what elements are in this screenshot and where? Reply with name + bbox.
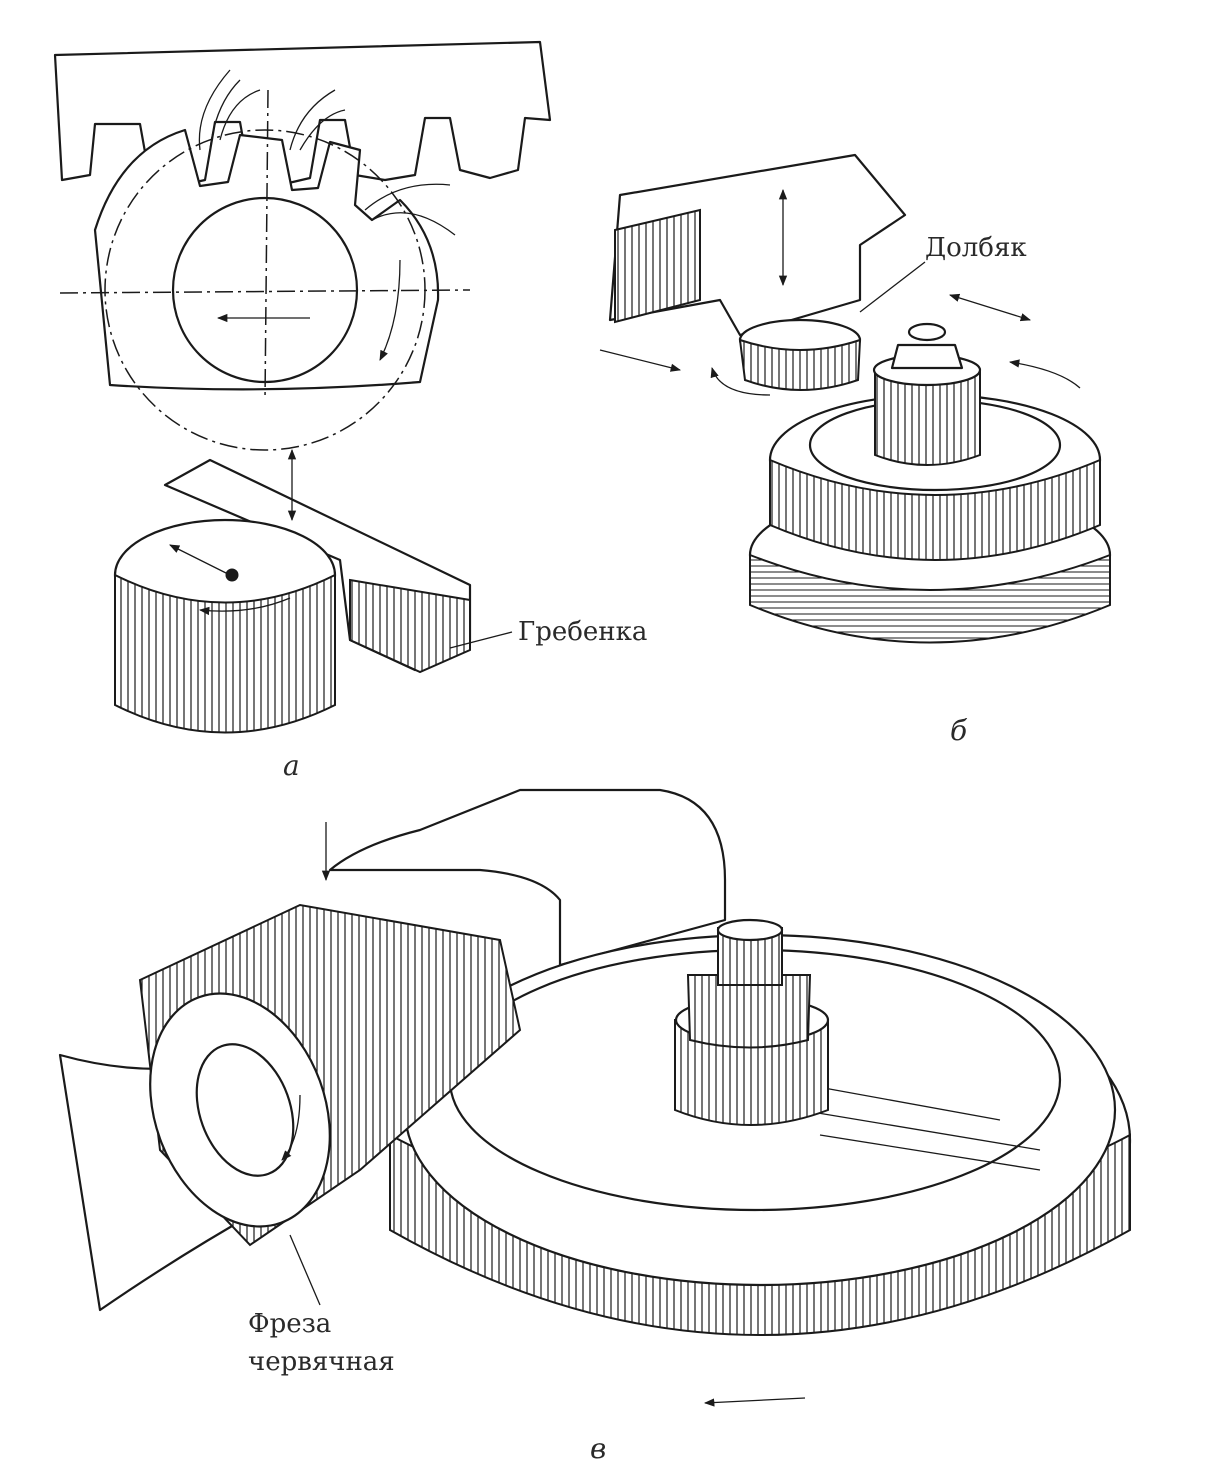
hob-label-line1: Фреза	[248, 1309, 331, 1339]
shaper-cutter-icon	[738, 338, 862, 391]
gear-blank-section	[59, 69, 471, 451]
subfigure-b: Долбяк б	[599, 153, 1112, 747]
large-gear	[388, 918, 1132, 1336]
subfigure-a-label: а	[283, 749, 300, 782]
shaper-ram	[608, 153, 907, 337]
comb-label: Гребенка	[518, 617, 647, 647]
workpiece-gear-b	[748, 322, 1112, 644]
rotation-arrow	[379, 259, 401, 361]
subfigure-v-label: в	[590, 1432, 606, 1465]
hob-label-line2: червячная	[248, 1347, 395, 1377]
subfigure-a: Гребенка а	[53, 40, 647, 782]
hob-cutter	[58, 903, 522, 1312]
shaper-label: Долбяк	[925, 233, 1027, 263]
comb-3d-view	[113, 448, 513, 734]
subfigure-b-label: б	[950, 714, 968, 747]
blank-side	[114, 573, 336, 734]
arbor-nut	[874, 369, 981, 466]
subfigure-v: Фреза червячная в	[58, 788, 1132, 1465]
gear-teeth-b	[769, 458, 1101, 561]
hob-housing	[321, 788, 727, 967]
gear-rotation-arrow	[703, 1397, 806, 1407]
nut-v	[686, 974, 812, 1049]
arbor-v	[674, 1019, 829, 1126]
shaper-cutter	[738, 318, 862, 391]
